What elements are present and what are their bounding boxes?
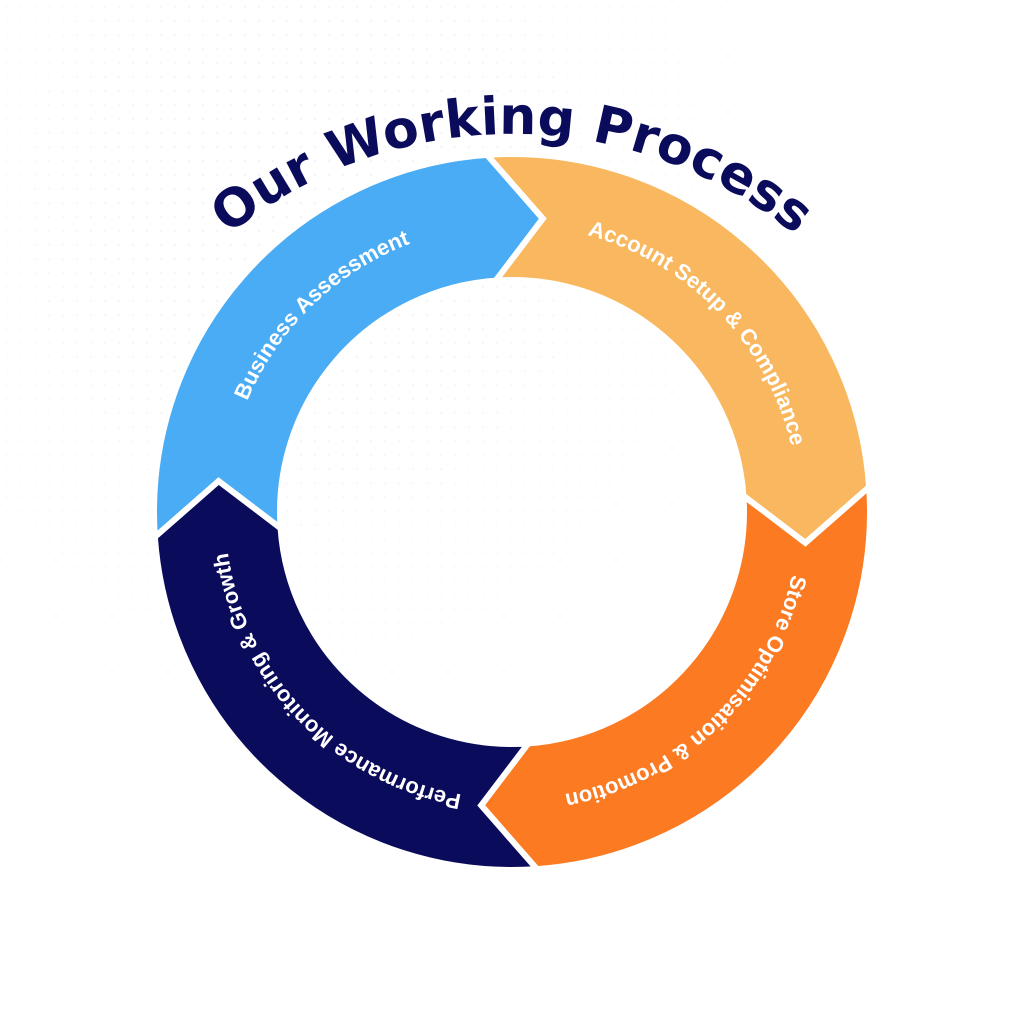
step-arrow-4 bbox=[151, 477, 544, 873]
step-arrow-1 bbox=[151, 151, 547, 544]
step-arrow-3 bbox=[477, 480, 873, 873]
step-arrow-2 bbox=[480, 151, 873, 547]
